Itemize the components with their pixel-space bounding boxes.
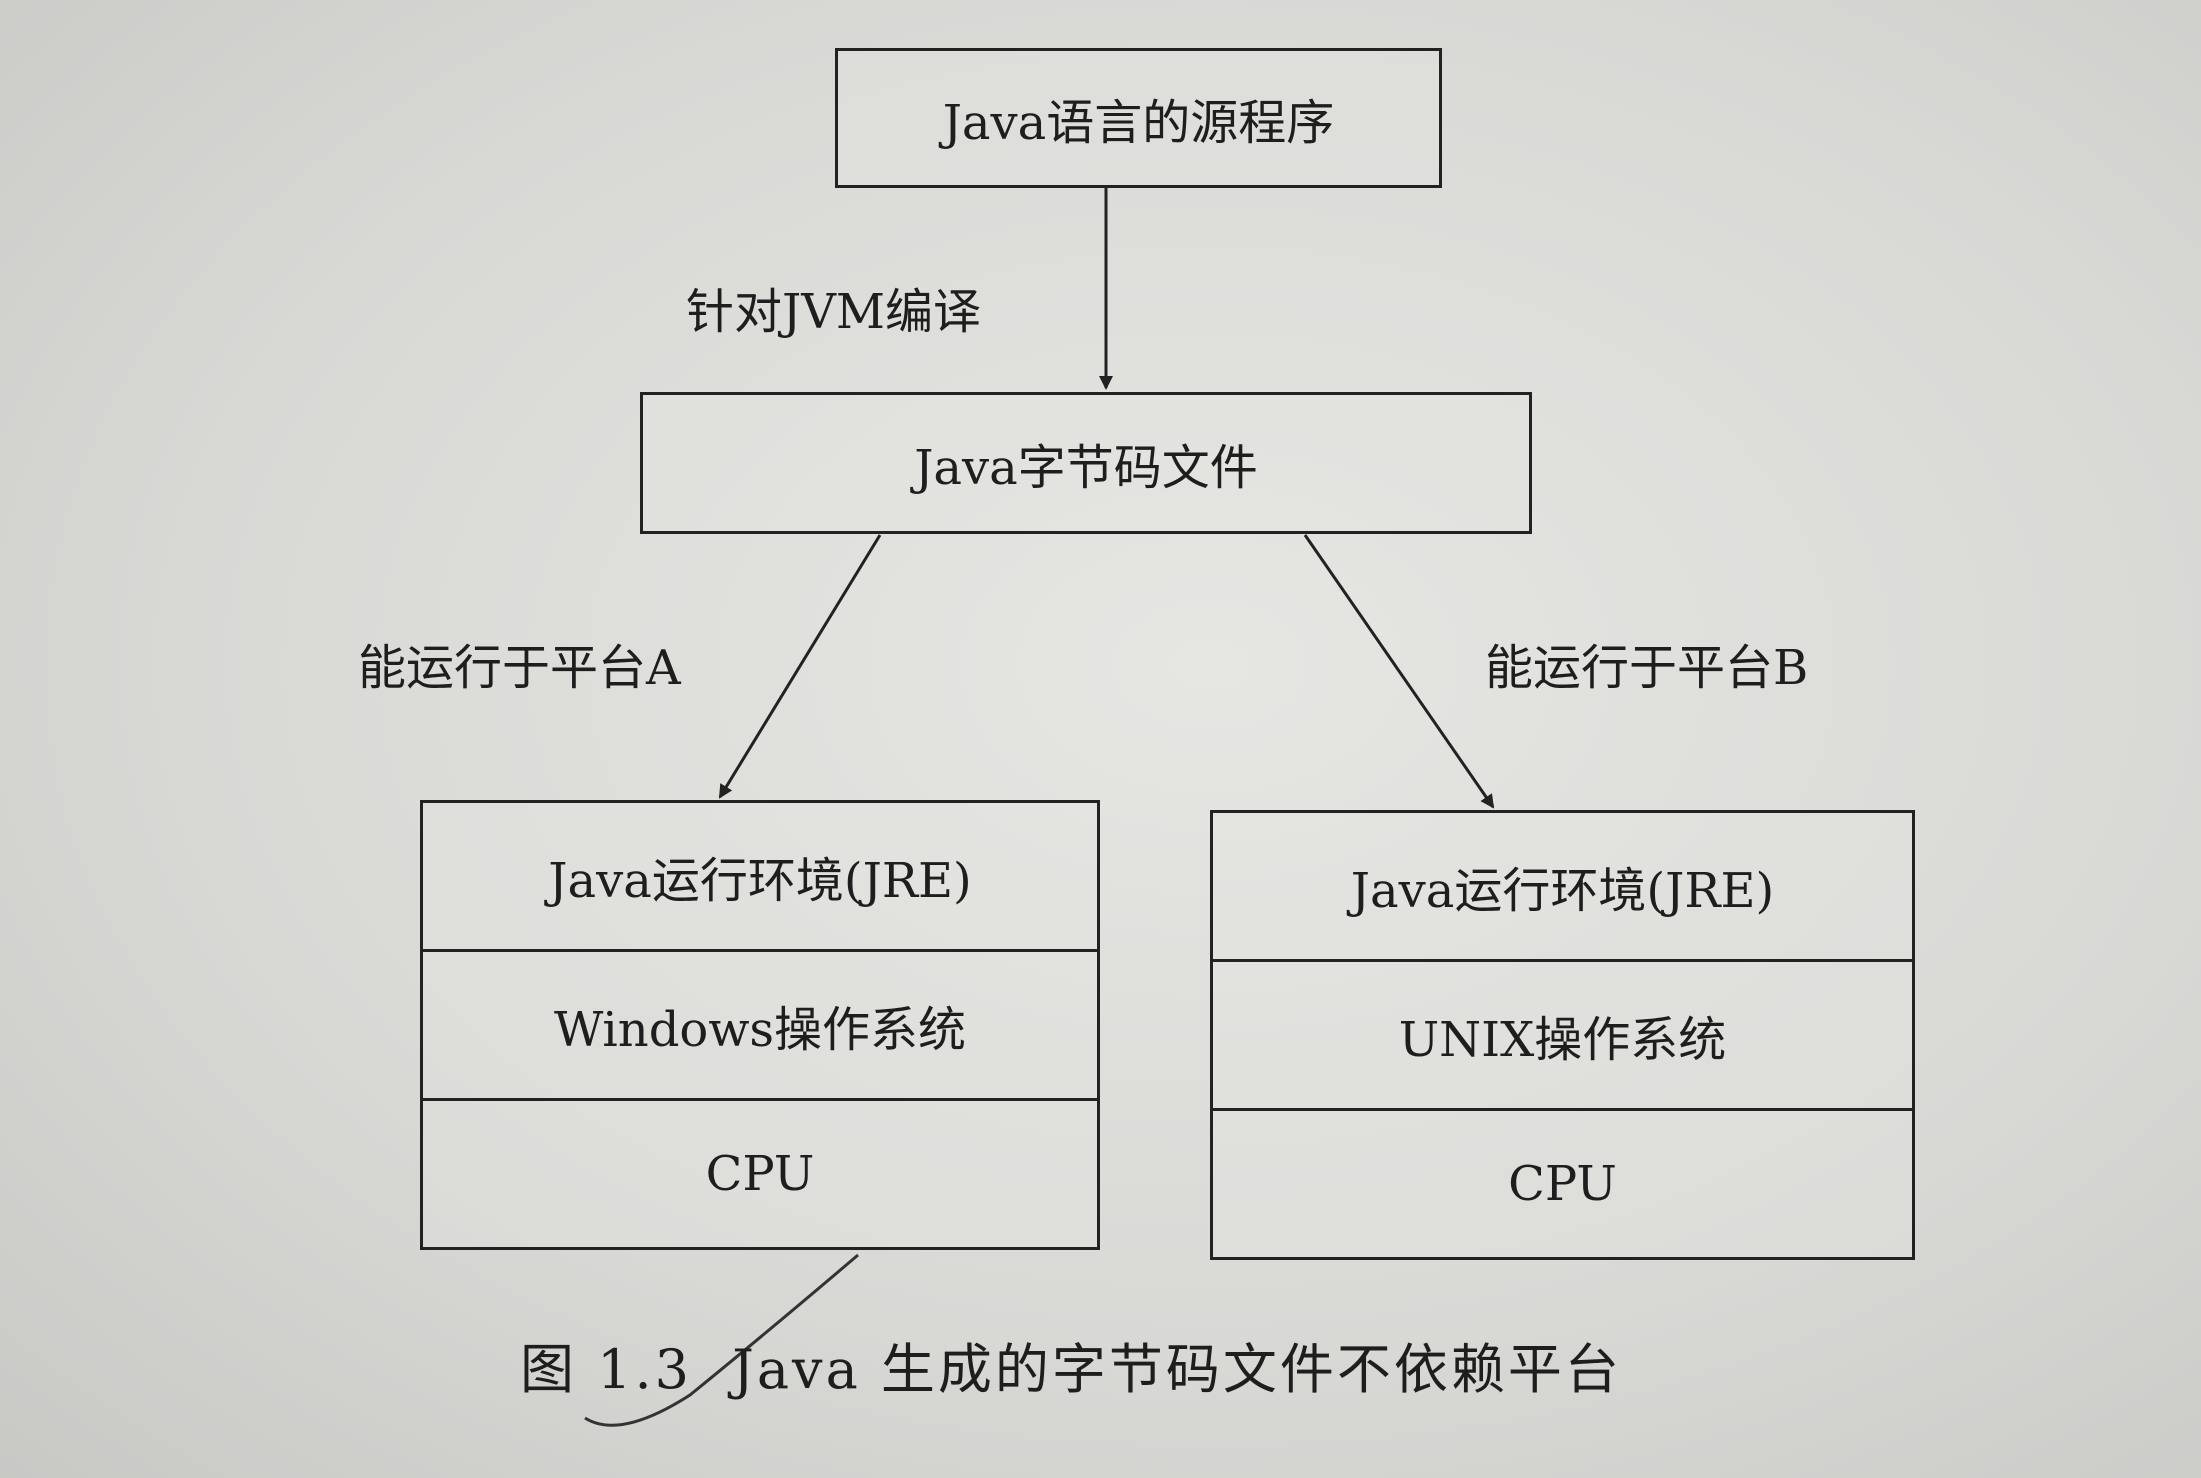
platform-a-edge-label: 能运行于平台A — [358, 640, 681, 696]
platform-a-stack: Java运行环境(JRE) Windows操作系统 CPU — [420, 800, 1100, 1250]
platform-b-arrow — [1303, 534, 1495, 809]
platform-b-cpu-layer: CPU — [1508, 1156, 1617, 1212]
bytecode-file-node: Java字节码文件 — [640, 392, 1532, 534]
compile-edge-label: 针对JVM编译 — [686, 284, 982, 340]
platform-a-os-layer: Windows操作系统 — [423, 952, 1097, 1101]
platform-a-arrow — [718, 534, 882, 799]
platform-b-os-layer: UNIX操作系统 — [1213, 962, 1912, 1111]
figure-caption: 图 1.3 Java 生成的字节码文件不依赖平台 — [520, 1325, 1642, 1404]
platform-a-cpu-layer: CPU — [705, 1146, 815, 1202]
pen-mark — [584, 1253, 859, 1427]
platform-b-edge-label: 能运行于平台B — [1485, 640, 1809, 696]
platform-b-stack: Java运行环境(JRE) UNIX操作系统 CPU — [1210, 810, 1915, 1260]
source-program-node: Java语言的源程序 — [835, 48, 1442, 188]
figure-caption-text: Java 生成的字节码文件不依赖平台 — [732, 1338, 1622, 1401]
platform-b-jre-layer: Java运行环境(JRE) — [1213, 813, 1912, 962]
figure-number: 图 1.3 — [520, 1338, 693, 1401]
platform-a-jre-layer: Java运行环境(JRE) — [423, 803, 1097, 952]
